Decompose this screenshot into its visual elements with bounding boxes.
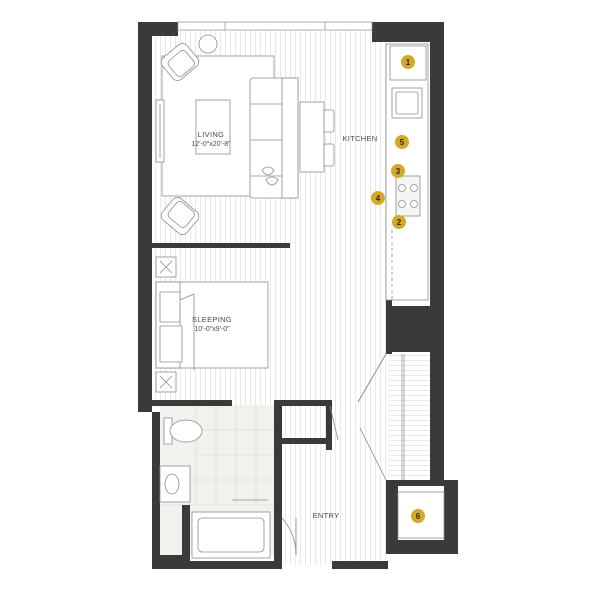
toilet-bowl (169, 419, 203, 443)
walls (138, 22, 458, 569)
bath-fixtures (159, 417, 271, 559)
badge-1: 1 (401, 55, 415, 69)
dining-table (299, 101, 325, 173)
badge-3: 3 (391, 164, 405, 178)
badge-2: 2 (392, 215, 406, 229)
closet (401, 354, 405, 480)
svg-text:1: 1 (406, 58, 411, 67)
living-furniture (155, 34, 335, 235)
side-table (198, 34, 218, 54)
coffee-table (195, 99, 231, 155)
sleeping-furniture (155, 256, 269, 393)
svg-text:5: 5 (400, 138, 405, 147)
living-dims: 12'-0"x20'-8" (191, 141, 231, 148)
windows (177, 21, 373, 31)
armchair (160, 43, 200, 81)
sleeping-label: SLEEPING (192, 315, 232, 324)
badge-5: 5 (395, 135, 409, 149)
sleeping-dims: 10'-0"x9'-0" (194, 326, 230, 333)
living-label: LIVING (198, 130, 224, 139)
svg-text:6: 6 (416, 512, 421, 521)
armchair (160, 197, 200, 235)
kitchen-label: KITCHEN (342, 134, 377, 143)
doors (281, 353, 387, 556)
svg-text:3: 3 (396, 167, 401, 176)
svg-text:2: 2 (397, 218, 402, 227)
svg-text:4: 4 (376, 194, 381, 203)
entry-label: ENTRY (313, 511, 340, 520)
badge-4: 4 (371, 191, 385, 205)
cooktop (395, 175, 421, 217)
badge-6: 6 (411, 509, 425, 523)
